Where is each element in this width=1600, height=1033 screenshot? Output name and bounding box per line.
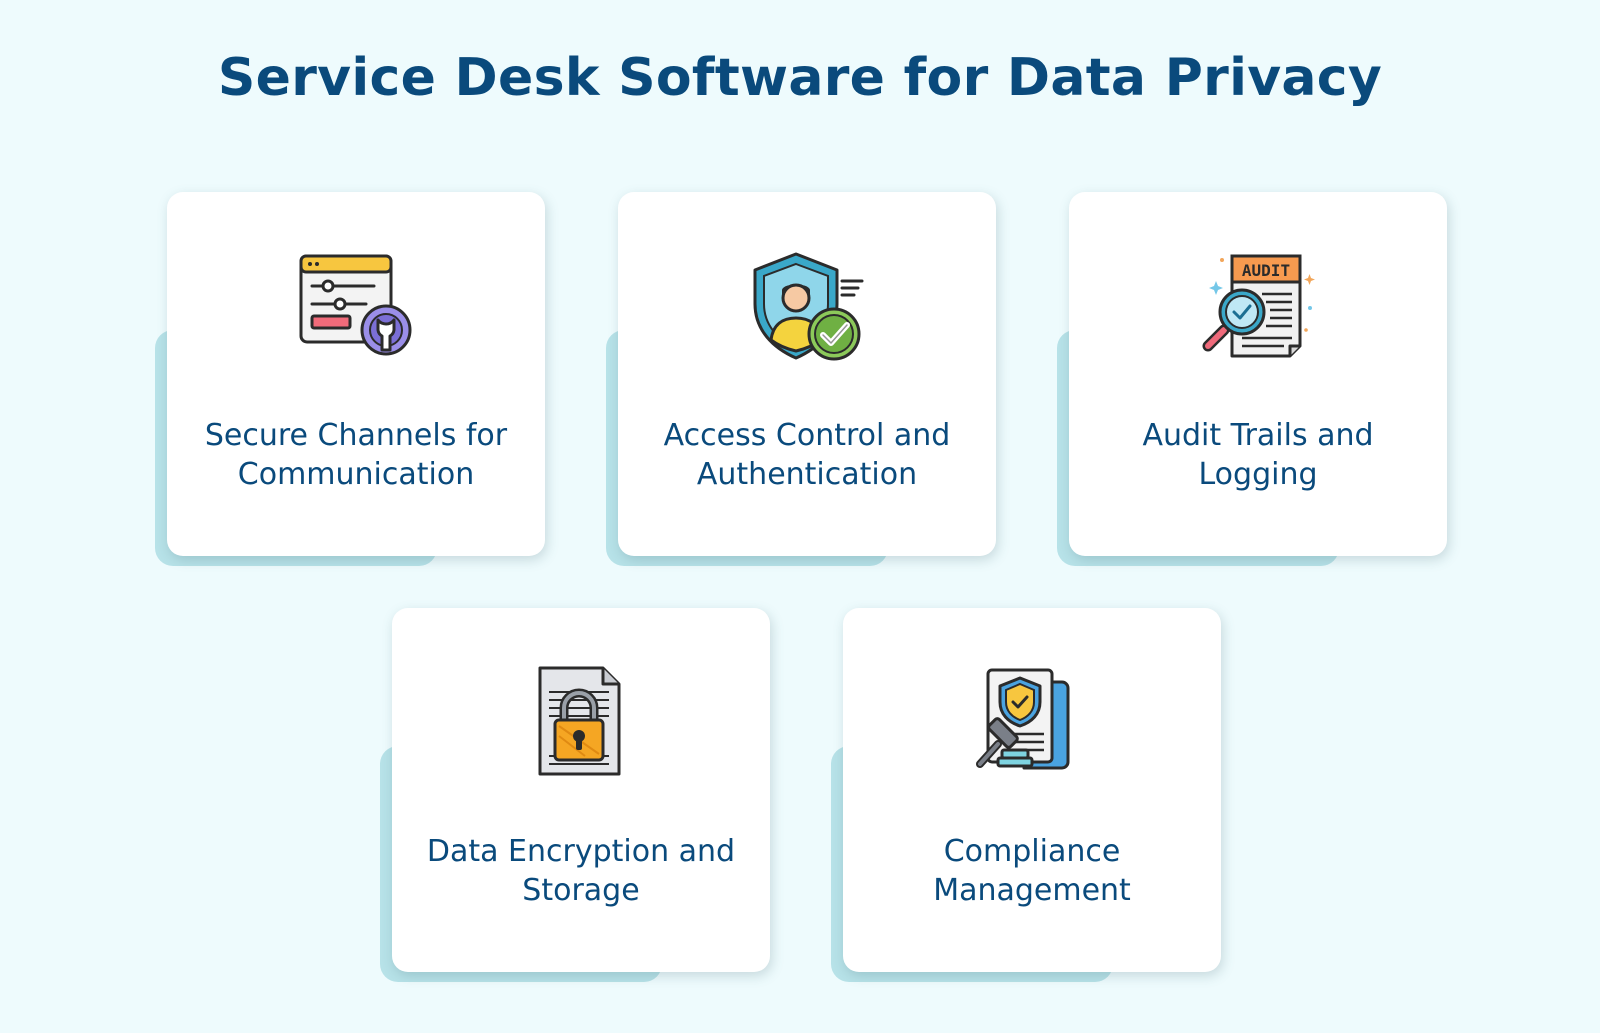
card-panel: Data Encryption and Storage <box>392 608 770 972</box>
audit-label-text: AUDIT <box>1242 261 1290 280</box>
feature-card-compliance: Compliance Management <box>831 608 1223 982</box>
user-shield-check-icon <box>741 248 871 366</box>
feature-card-access-control: Access Control and Authentication <box>606 192 998 566</box>
card-panel: AUDIT Audit Trails and Logging <box>1069 192 1447 556</box>
feature-card-secure-channels: Secure Channels for Communication <box>155 192 547 566</box>
card-panel: Compliance Management <box>843 608 1221 972</box>
legal-document-shield-gavel-icon <box>966 664 1096 782</box>
card-label: Data Encryption and Storage <box>426 834 736 908</box>
audit-document-magnifier-icon: AUDIT <box>1192 248 1322 366</box>
feature-card-data-encryption: Data Encryption and Storage <box>380 608 772 982</box>
feature-card-audit-trails: AUDIT Audit Trails and Logging <box>1057 192 1449 566</box>
settings-window-wrench-icon <box>290 248 420 366</box>
locked-document-icon <box>515 664 645 782</box>
card-label: Audit Trails and Logging <box>1142 418 1374 492</box>
page-title: Service Desk Software for Data Privacy <box>217 48 1383 108</box>
card-panel: Secure Channels for Communication <box>167 192 545 556</box>
card-label: Compliance Management <box>933 834 1131 908</box>
card-label: Secure Channels for Communication <box>204 418 508 492</box>
card-label: Access Control and Authentication <box>663 418 951 492</box>
card-panel: Access Control and Authentication <box>618 192 996 556</box>
